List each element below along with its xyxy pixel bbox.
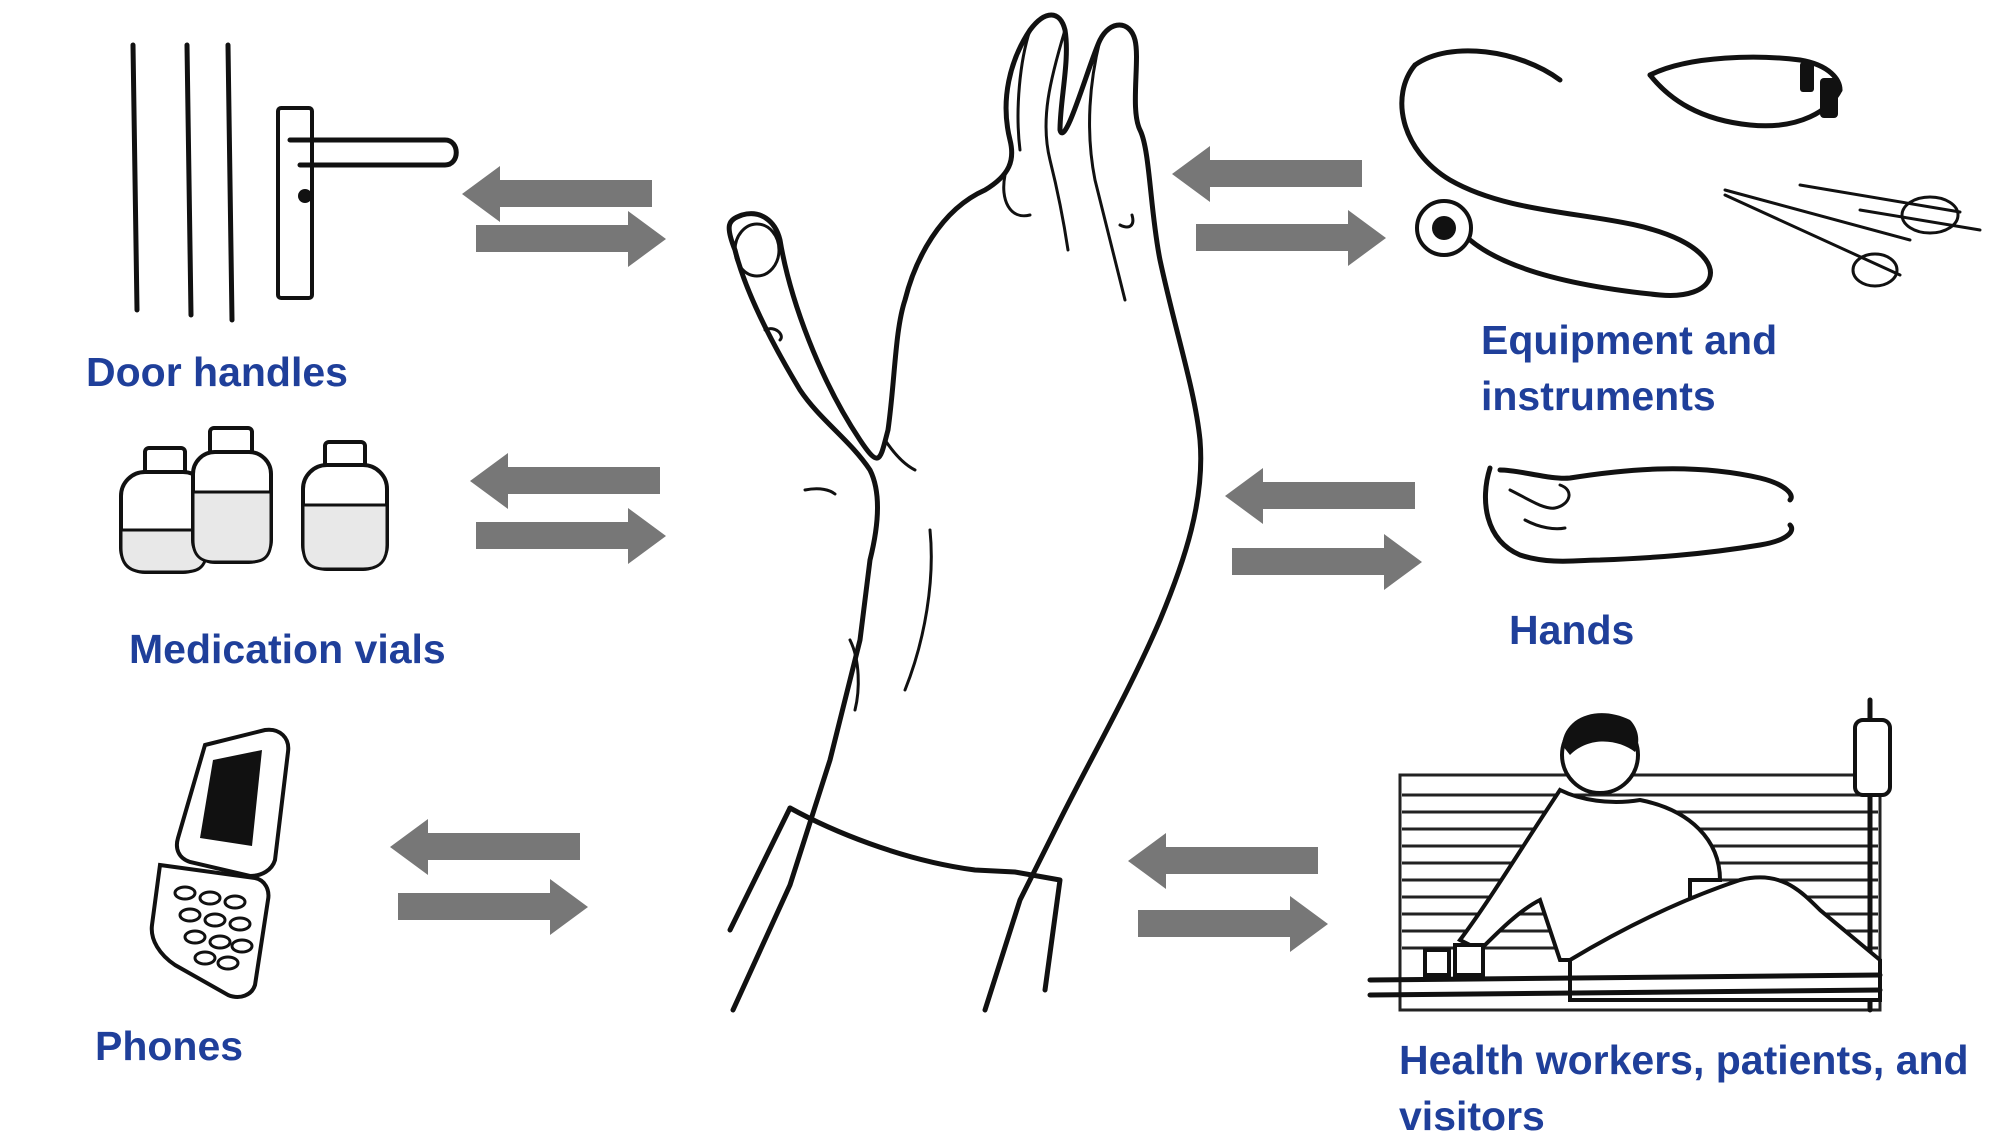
arrow-pair-vials [470,453,666,564]
arrow-right [1138,896,1328,952]
arrow-left [1172,146,1362,202]
hand-icon [1485,468,1791,561]
arrow-pair-phones [390,819,588,935]
arrow-pair-equipment [1172,146,1386,266]
label-phones: Phones [95,1018,243,1074]
label-equipment-instruments: Equipment and instruments [1481,312,1901,424]
arrow-right [476,508,666,564]
arrow-pair-hands [1225,468,1422,590]
label-health-workers: Health workers, patients, and visitors [1399,1032,1999,1144]
medication-vials-icon [121,428,387,572]
nurse-patient-bed-icon [1370,700,1890,1010]
label-hands: Hands [1509,602,1634,658]
arrow-left [1128,833,1318,889]
label-door-handles: Door handles [86,344,348,400]
door-handle-icon [133,45,456,320]
arrow-left [390,819,580,875]
arrow-pair-door [462,166,666,267]
stethoscope-scissors-icon [1402,51,1980,296]
arrow-left [470,453,660,509]
arrow-right [476,211,666,267]
arrow-right [1196,210,1386,266]
arrow-left [462,166,652,222]
arrow-left [1225,468,1415,524]
label-medication-vials: Medication vials [129,621,446,677]
arrow-right [398,879,588,935]
arrow-right [1232,534,1422,590]
flip-phone-icon [152,730,289,997]
arrow-pair-health [1128,833,1328,952]
